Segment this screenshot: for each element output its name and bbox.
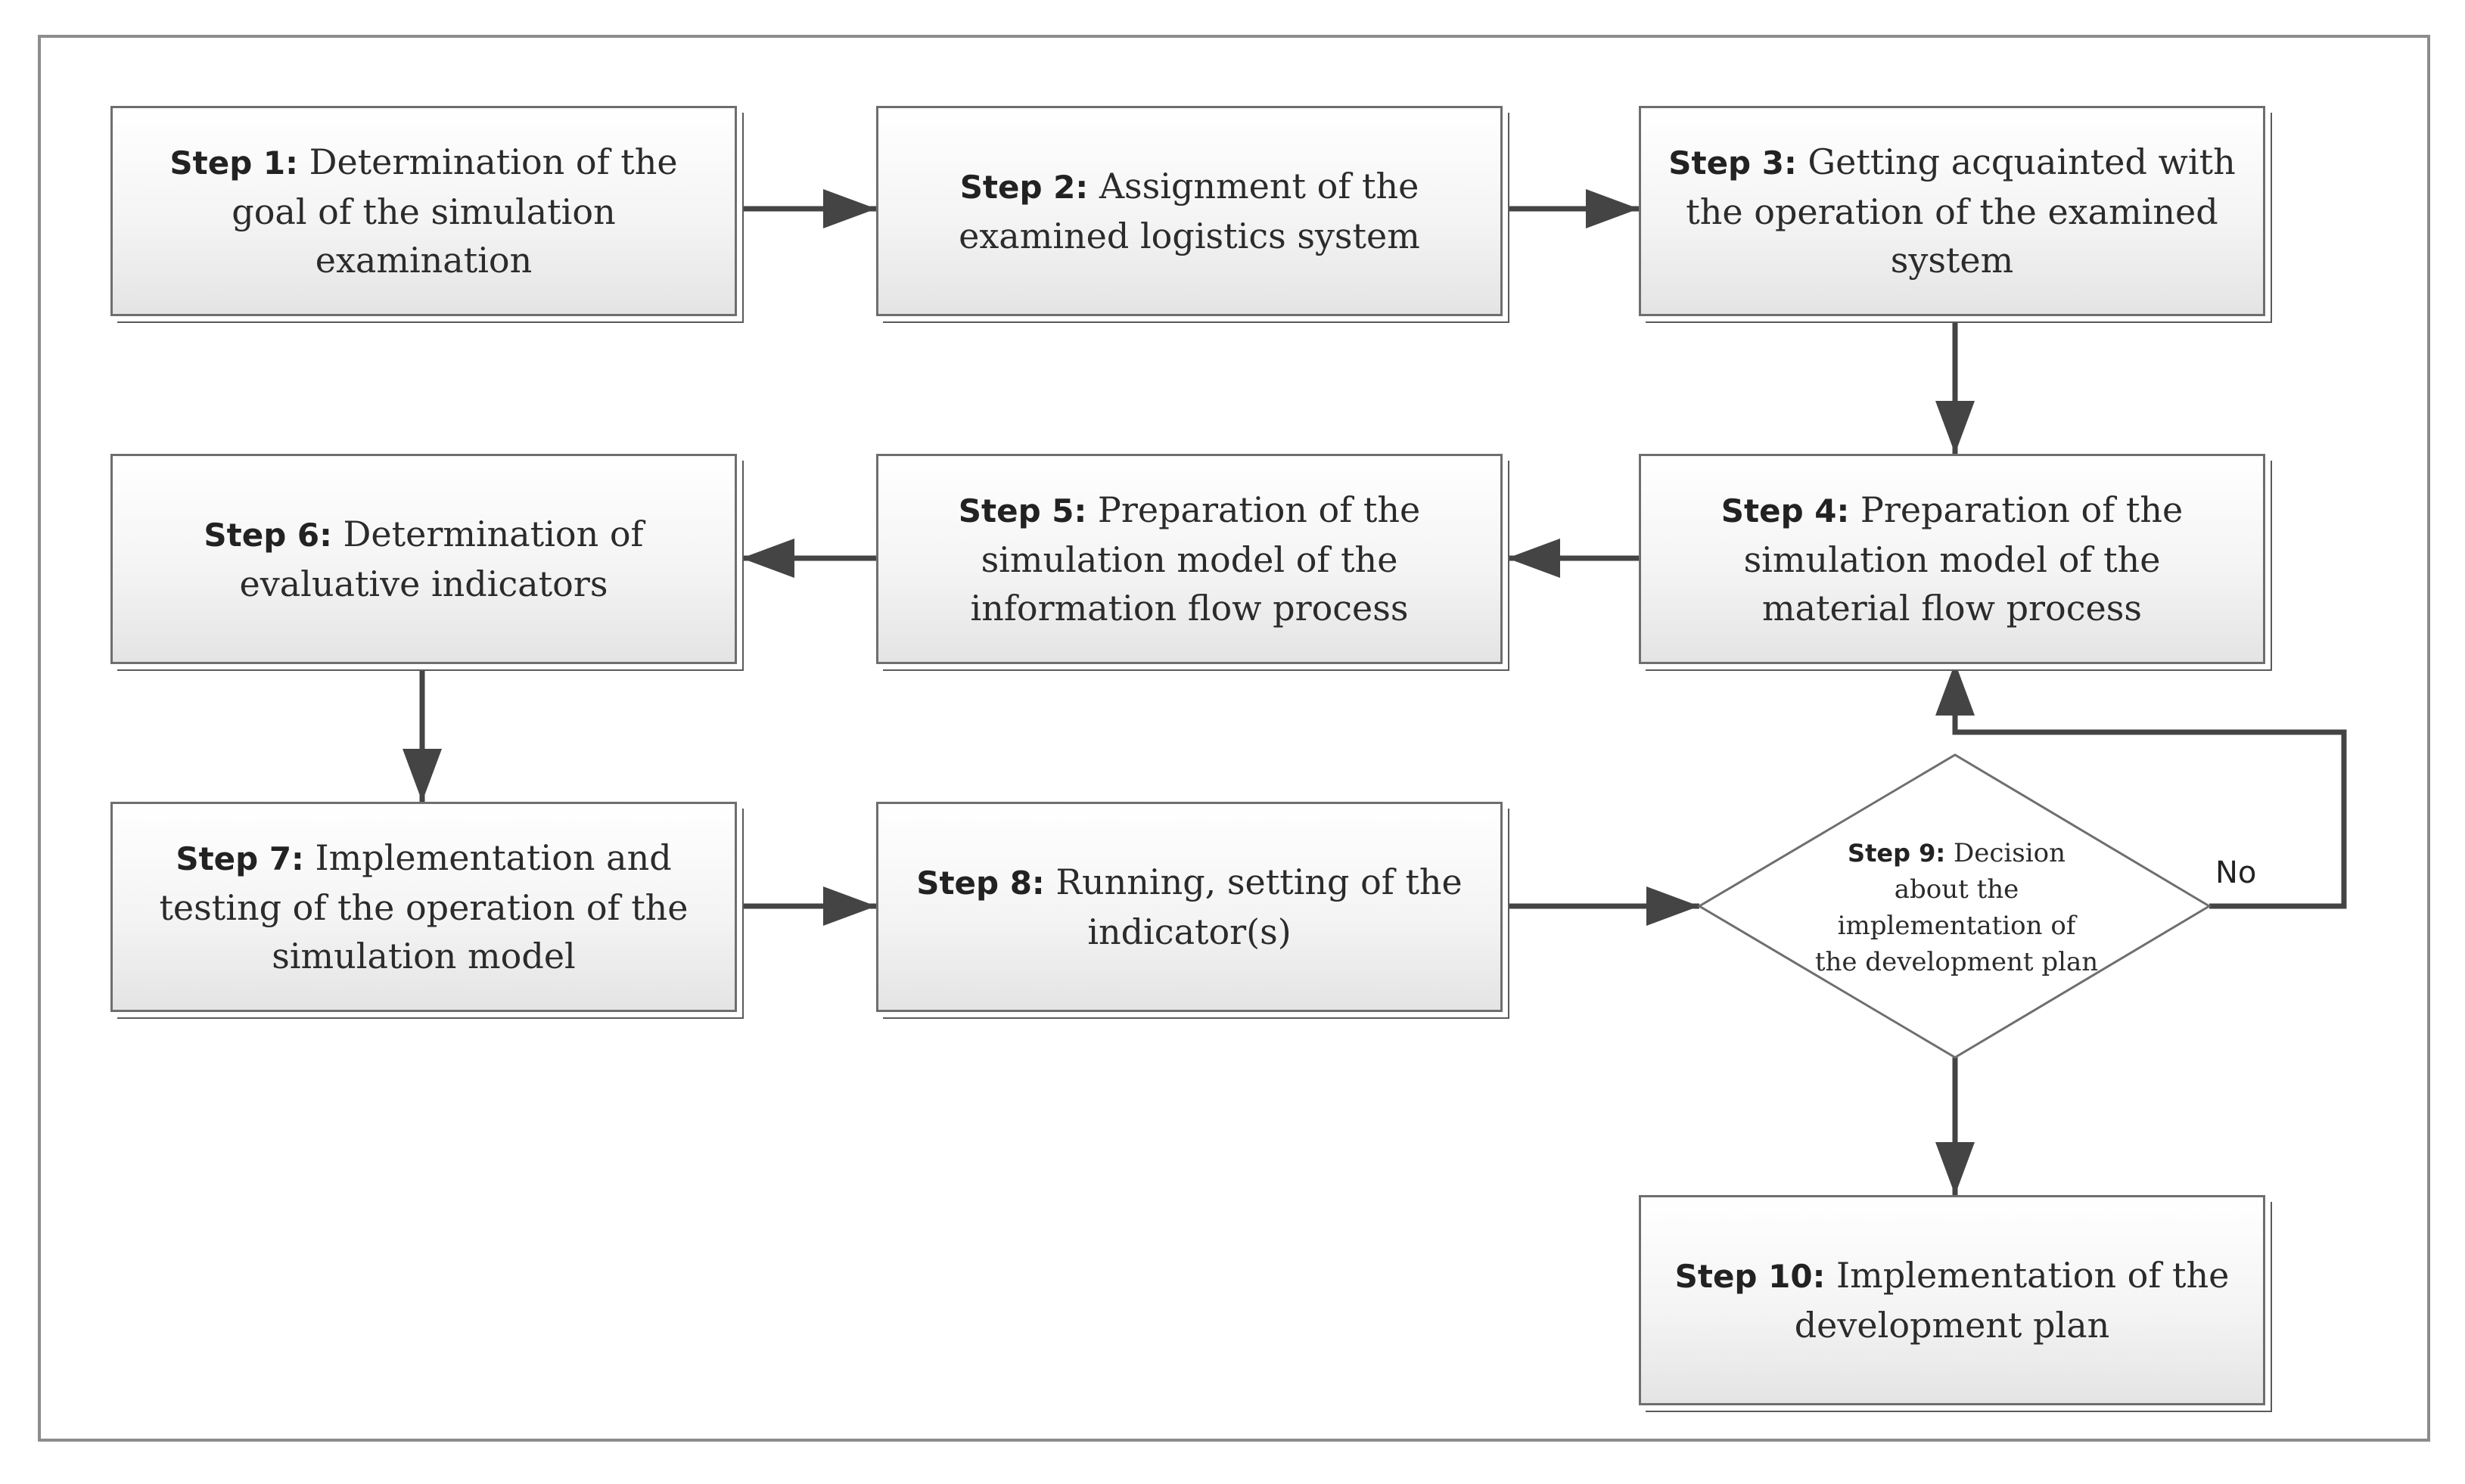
step-10-label: Step 10: bbox=[1674, 1258, 1826, 1295]
step-1-label: Step 1: bbox=[169, 144, 298, 182]
no-branch-label: No bbox=[2215, 855, 2257, 890]
step-7-box: Step 7: Implementation and testing of th… bbox=[110, 802, 737, 1012]
arrow-step9-to-step4-no bbox=[1935, 663, 2347, 909]
step-7-text: Implementation and testing of the operat… bbox=[159, 837, 689, 976]
step-6-label: Step 6: bbox=[204, 517, 332, 554]
step-1-text: Determination of the goal of the simulat… bbox=[232, 141, 678, 281]
step-4-box: Step 4: Preparation of the simulation mo… bbox=[1639, 454, 2265, 664]
step-4-label: Step 4: bbox=[1721, 492, 1850, 529]
step-2-text: Assignment of the examined logistics sys… bbox=[959, 166, 1420, 256]
step-2-label: Step 2: bbox=[959, 169, 1089, 206]
step-3-label: Step 3: bbox=[1668, 144, 1797, 182]
decision-diamond bbox=[1697, 753, 2212, 1059]
step-6-text: Determination of evaluative indicators bbox=[239, 514, 644, 604]
step-10-text: Implementation of the development plan bbox=[1794, 1255, 2230, 1346]
step-4-text: Preparation of the simulation model of t… bbox=[1743, 489, 2184, 629]
step-3-box: Step 3: Getting acquainted with the oper… bbox=[1639, 106, 2265, 316]
step-7-label: Step 7: bbox=[176, 840, 304, 877]
step-5-label: Step 5: bbox=[958, 492, 1087, 529]
step-9-decision: Step 9: Decision about the implementatio… bbox=[1699, 756, 2214, 1059]
step-10-box: Step 10: Implementation of the developme… bbox=[1639, 1195, 2265, 1405]
step-8-label: Step 8: bbox=[916, 865, 1045, 902]
step-8-box: Step 8: Running, setting of the indicato… bbox=[876, 802, 1503, 1012]
step-5-text: Preparation of the simulation model of t… bbox=[970, 489, 1421, 629]
step-1-box: Step 1: Determination of the goal of the… bbox=[110, 106, 737, 316]
step-2-box: Step 2: Assignment of the examined logis… bbox=[876, 106, 1503, 316]
step-9-label: Step 9: bbox=[1848, 839, 1946, 868]
step-3-text: Getting acquainted with the operation of… bbox=[1686, 141, 2236, 281]
step-5-box: Step 5: Preparation of the simulation mo… bbox=[876, 454, 1503, 664]
step-9-text: Decision about the implementation of the… bbox=[1814, 838, 2099, 977]
step-8-text: Running, setting of the indicator(s) bbox=[1044, 862, 1463, 952]
step-6-box: Step 6: Determination of evaluative indi… bbox=[110, 454, 737, 664]
